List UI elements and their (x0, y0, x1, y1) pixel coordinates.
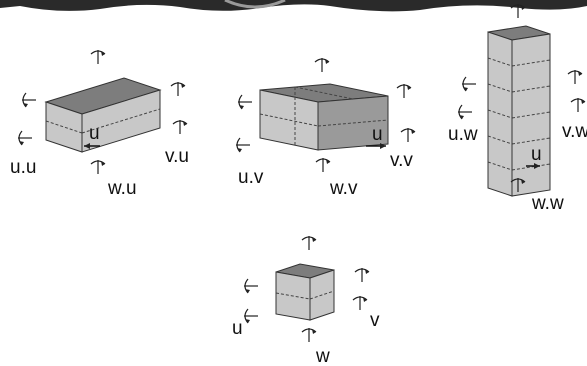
rotation-arrow-icon (90, 49, 106, 65)
rotation-arrow-icon (243, 278, 259, 294)
label-v: v (370, 310, 380, 331)
rotation-arrow-icon (314, 57, 330, 73)
rotation-arrow-icon (90, 159, 106, 175)
label-w-v: w.v (329, 178, 358, 199)
rotation-arrow-icon (237, 94, 253, 110)
label-u: u (232, 318, 243, 339)
rotation-arrow-icon (172, 119, 188, 135)
mode-u-block (44, 77, 162, 153)
rotation-arrow-icon (21, 92, 37, 108)
label-u-w: u.w (448, 124, 478, 145)
label-v-w: v.w (562, 121, 587, 142)
rotation-arrow-icon (17, 130, 33, 146)
mode-u-inner-label: u (89, 123, 100, 144)
rotation-arrow-icon (315, 157, 331, 173)
label-v-u: v.u (165, 146, 189, 167)
base-cube (275, 263, 335, 321)
rotation-arrow-icon (301, 327, 317, 343)
top-banner (0, 0, 587, 12)
mode-v-block (259, 83, 389, 151)
rotation-arrow-icon (170, 81, 186, 97)
rotation-arrow-icon (243, 308, 259, 324)
mode-w-block (487, 25, 551, 197)
label-w: w (315, 346, 330, 366)
rotation-arrow-icon (396, 83, 412, 99)
label-v-v: v.v (390, 150, 413, 171)
rotation-arrow-icon (400, 127, 416, 143)
rotation-arrow-icon (457, 104, 473, 120)
rotation-arrow-icon (301, 235, 317, 251)
rotation-arrow-icon (352, 295, 368, 311)
rotation-arrow-icon (461, 76, 477, 92)
label-w-u: w.u (107, 178, 137, 199)
rotation-arrow-icon (354, 267, 370, 283)
label-w-w: w.w (531, 193, 564, 214)
rotation-arrow-icon (567, 69, 583, 85)
label-u-u: u.u (10, 157, 36, 178)
mode-w-inner-label: u (531, 144, 542, 165)
rotation-arrow-icon (570, 97, 586, 113)
rotation-arrow-icon (235, 137, 251, 153)
label-u-v: u.v (238, 167, 264, 188)
rotation-arrow-icon (510, 3, 526, 19)
mode-v-inner-label: u (372, 124, 383, 145)
